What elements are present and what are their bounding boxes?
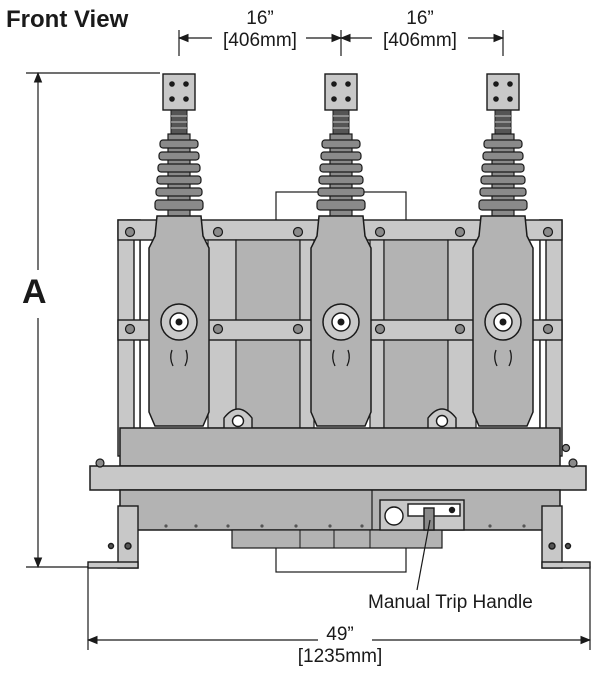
dimension-width: 49” [1235mm] (270, 624, 410, 668)
terminal-pad-left (162, 73, 196, 135)
frame-bolts (124, 226, 554, 335)
mounting-feet (87, 505, 591, 569)
dimension-spacing-left-inch: 16” (246, 8, 274, 29)
base-plate (89, 465, 587, 491)
view-title: Front View (6, 6, 129, 33)
pole-right (472, 73, 534, 427)
manual-trip-handle-leader (416, 519, 431, 591)
dimension-width-inch: 49” (326, 624, 354, 645)
bushing-left (154, 133, 204, 221)
dimension-spacing-right-mm: [406mm] (383, 30, 457, 51)
pole-center (310, 73, 372, 427)
terminal-pad-center (324, 73, 358, 135)
mechanism-housing (119, 427, 561, 467)
top-spacing-dimension-lines (177, 30, 505, 56)
pole-body-right (472, 215, 534, 427)
manual-trip-handle-callout: Manual Trip Handle (368, 592, 533, 613)
dimension-spacing-right: 16” [406mm] (360, 8, 480, 52)
pole-body-left (148, 215, 210, 427)
dimension-spacing-left: 16” [406mm] (200, 8, 320, 52)
lifting-brackets (223, 408, 457, 433)
lower-cabinet (119, 489, 561, 531)
dimension-spacing-left-mm: [406mm] (223, 30, 297, 51)
bushing-right (478, 133, 528, 221)
width-dimension-lines (86, 566, 592, 650)
base-plate-bolts (95, 443, 578, 468)
dimension-width-mm: [1235mm] (297, 646, 383, 667)
bushing-center (316, 133, 366, 221)
terminal-pad-right (486, 73, 520, 135)
lower-center-block (231, 529, 443, 549)
pole-body-center (310, 215, 372, 427)
manual-trip-handle (379, 499, 465, 531)
dimension-height-label: A (22, 273, 47, 311)
pole-left (148, 73, 210, 427)
dimension-spacing-right-inch: 16” (406, 8, 434, 29)
